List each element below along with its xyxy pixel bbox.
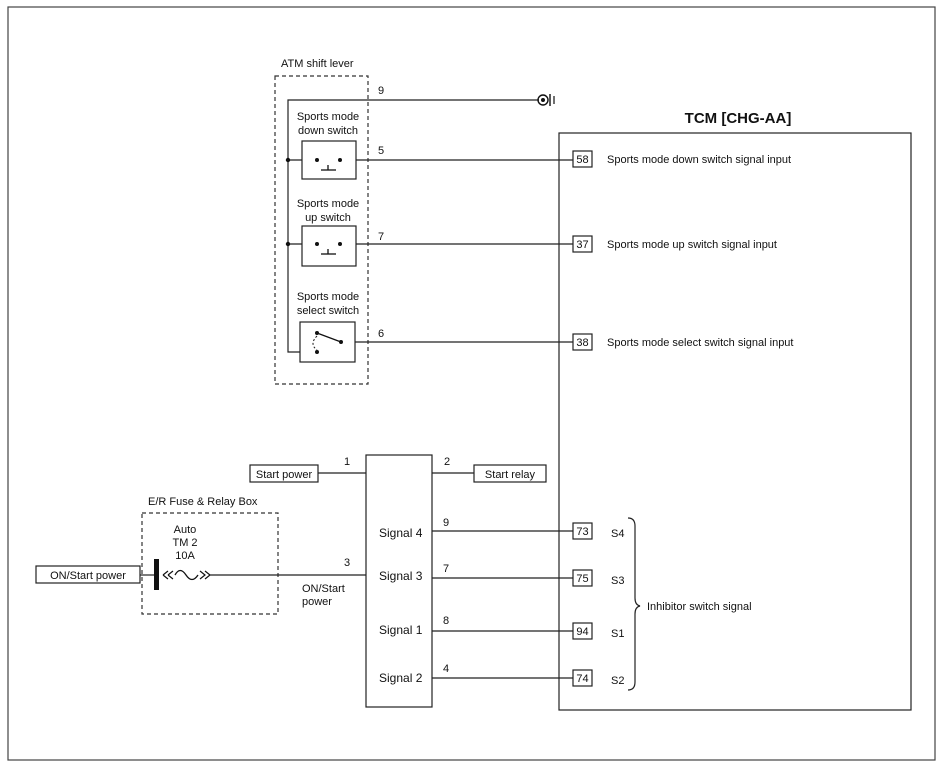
tcm-pin-label-up: Sports mode up switch signal input — [607, 239, 777, 251]
fuse-icon — [162, 569, 211, 581]
signal-3-label: Signal 3 — [379, 569, 423, 583]
svg-text:94: 94 — [576, 626, 588, 638]
tcm-pin-37: 37 — [572, 235, 593, 253]
signal-4-pin: 9 — [443, 517, 449, 529]
fuse-label-1: Auto — [174, 524, 197, 536]
tcm-pin-label-s1: S1 — [611, 628, 624, 640]
svg-text:ON/Start power: ON/Start power — [50, 570, 126, 582]
on-start-wire-label-2: power — [302, 596, 332, 608]
svg-text:74: 74 — [576, 673, 588, 685]
tcm-pin-label-s2: S2 — [611, 675, 624, 687]
tcm-title: TCM [CHG-AA] — [685, 110, 792, 127]
fuse-label-2: TM 2 — [172, 537, 197, 549]
pin-label-2: 2 — [444, 456, 450, 468]
select-switch-icon — [299, 321, 356, 363]
up-switch-label-1: Sports mode — [297, 198, 359, 210]
down-switch-icon — [301, 140, 357, 180]
tcm-pin-73: 73 — [572, 522, 593, 540]
on-start-power-connector: ON/Start power — [35, 565, 141, 584]
ground-icon — [537, 94, 555, 106]
tcm-pin-74: 74 — [572, 669, 593, 687]
ground-bus-wire — [287, 99, 374, 353]
tcm-pin-58: 58 — [572, 150, 593, 168]
junction-dot-up — [285, 241, 291, 247]
svg-text:37: 37 — [576, 239, 588, 251]
tcm-pin-94: 94 — [572, 622, 593, 640]
svg-text:75: 75 — [576, 573, 588, 585]
pin-label-6: 6 — [378, 328, 384, 340]
select-switch-label-2: select switch — [297, 305, 359, 317]
start-relay-connector: Start relay — [473, 464, 547, 483]
select-switch-label-1: Sports mode — [297, 291, 359, 303]
fuse-label-3: 10A — [175, 550, 195, 562]
pin-label-5: 5 — [378, 145, 384, 157]
tcm-pin-75: 75 — [572, 569, 593, 587]
inhibitor-switch-box — [365, 454, 433, 708]
signal-2-pin: 4 — [443, 663, 449, 675]
pin-label-3: 3 — [344, 557, 350, 569]
tcm-pin-38: 38 — [572, 333, 593, 351]
inhibitor-brace — [627, 517, 641, 691]
inhibitor-switch-signal-label: Inhibitor switch signal — [647, 601, 752, 613]
down-switch-label-1: Sports mode — [297, 111, 359, 123]
up-switch-label-2: up switch — [305, 212, 351, 224]
tcm-box — [558, 132, 912, 711]
atm-shift-lever-boundary — [274, 75, 369, 385]
junction-dot-down — [285, 157, 291, 163]
signal-4-label: Signal 4 — [379, 526, 423, 540]
tcm-pin-label-s4: S4 — [611, 528, 624, 540]
atm-shift-lever-title: ATM shift lever — [281, 58, 354, 70]
start-power-connector: Start power — [249, 464, 319, 483]
pin-label-7-up: 7 — [378, 231, 384, 243]
svg-text:Start relay: Start relay — [485, 469, 536, 481]
pin-label-9-ground: 9 — [378, 85, 384, 97]
svg-text:38: 38 — [576, 337, 588, 349]
svg-text:73: 73 — [576, 526, 588, 538]
tcm-pin-label-select: Sports mode select switch signal input — [607, 337, 793, 349]
signal-2-label: Signal 2 — [379, 671, 423, 685]
signal-1-label: Signal 1 — [379, 623, 423, 637]
signal-1-pin: 8 — [443, 615, 449, 627]
up-switch-icon — [301, 225, 357, 267]
svg-text:Start power: Start power — [256, 469, 313, 481]
on-start-wire-label-1: ON/Start — [302, 583, 345, 595]
fuse-box-title: E/R Fuse & Relay Box — [148, 496, 258, 508]
down-switch-label-2: down switch — [298, 125, 358, 137]
fuse-terminal-bar — [154, 559, 159, 590]
diagram-frame — [7, 6, 936, 761]
tcm-pin-label-s3: S3 — [611, 575, 624, 587]
signal-3-pin: 7 — [443, 563, 449, 575]
tcm-pin-label-down: Sports mode down switch signal input — [607, 154, 791, 166]
fuse-box-boundary — [141, 512, 279, 615]
svg-text:58: 58 — [576, 154, 588, 166]
pin-label-1: 1 — [344, 456, 350, 468]
